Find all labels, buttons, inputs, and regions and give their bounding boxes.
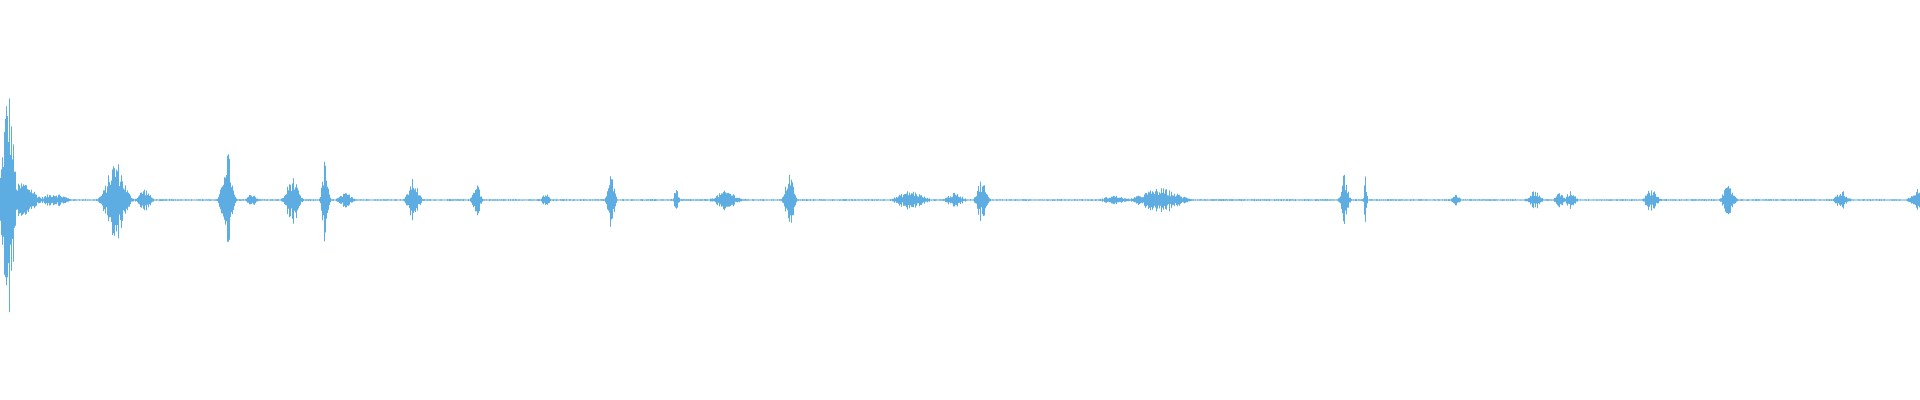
waveform-bars (0, 98, 1920, 313)
waveform-path (0, 98, 1920, 313)
